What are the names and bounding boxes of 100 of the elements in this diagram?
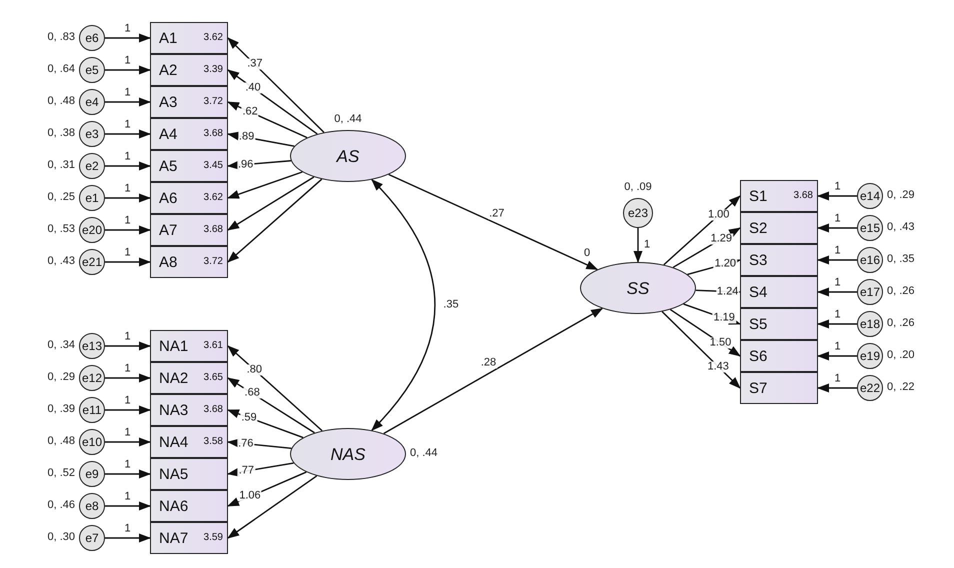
variance-value: 0, .43 bbox=[47, 256, 75, 267]
edge-label: 1.00 bbox=[706, 210, 730, 221]
edge-label: .59 bbox=[240, 412, 258, 424]
edge-label: .37 bbox=[246, 58, 264, 70]
edge-label: 1 bbox=[123, 492, 132, 502]
arrow bbox=[670, 309, 741, 357]
arrow bbox=[105, 502, 151, 510]
variance-value: 0, .20 bbox=[887, 350, 915, 361]
edge-label: 1 bbox=[123, 56, 132, 66]
edge-label: 1.29 bbox=[710, 234, 733, 244]
variance-value: 0, .29 bbox=[887, 190, 915, 201]
observed-variable-box: S4 bbox=[740, 276, 818, 308]
arrow bbox=[105, 258, 151, 266]
arrow bbox=[227, 471, 307, 507]
arrow bbox=[383, 308, 604, 434]
arrow bbox=[105, 66, 151, 74]
arrow bbox=[817, 320, 857, 328]
arrow bbox=[817, 288, 857, 296]
observed-variable-box: A6 3.62 bbox=[150, 182, 228, 214]
edge-label: 1.19 bbox=[712, 312, 736, 324]
edge-label: 1.06 bbox=[238, 490, 262, 502]
arrow bbox=[105, 374, 151, 382]
edge-label: 1 bbox=[642, 240, 652, 250]
covariance-arrow bbox=[371, 178, 436, 432]
arrow bbox=[105, 470, 151, 478]
edge-label: 1 bbox=[123, 524, 132, 534]
arrow bbox=[105, 194, 151, 202]
arrow bbox=[663, 195, 741, 266]
arrow bbox=[227, 438, 292, 450]
arrow bbox=[817, 352, 857, 360]
edge-label: 1 bbox=[123, 428, 132, 438]
edge-label: .68 bbox=[244, 388, 261, 399]
observed-variable-box: NA1 3.61 bbox=[150, 330, 228, 362]
edge-label: 1 bbox=[123, 24, 132, 34]
edge-label: 1 bbox=[123, 216, 132, 226]
arrow bbox=[662, 311, 741, 389]
observed-variable-box: NA3 3.68 bbox=[150, 394, 228, 426]
observed-variable-box: A3 3.72 bbox=[150, 86, 228, 118]
arrow bbox=[227, 377, 315, 434]
observed-variable-box: A4 3.68 bbox=[150, 118, 228, 150]
edge-label: .35 bbox=[442, 300, 460, 310]
variance-value: 0, .26 bbox=[887, 318, 915, 329]
edge-label: 1 bbox=[833, 246, 842, 256]
observed-variable-box: A1 3.62 bbox=[150, 22, 228, 54]
edge-label: 1 bbox=[833, 342, 842, 352]
arrow bbox=[227, 101, 308, 138]
edge-label: 1 bbox=[123, 184, 132, 194]
observed-variable-box: S1 3.68 bbox=[740, 180, 818, 212]
variance-value: 0, .34 bbox=[47, 340, 75, 351]
variance-value: 0, .43 bbox=[887, 222, 915, 233]
variance-value: 0, .48 bbox=[47, 436, 75, 447]
arrow bbox=[817, 384, 857, 392]
arrow bbox=[388, 174, 598, 270]
arrow bbox=[227, 462, 294, 477]
arrow bbox=[105, 162, 151, 170]
observed-variable-box: A8 3.72 bbox=[150, 246, 228, 278]
variance-value: 0, .52 bbox=[47, 468, 75, 479]
observed-variable-box: NA2 3.65 bbox=[150, 362, 228, 394]
arrow bbox=[105, 226, 151, 234]
arrow bbox=[105, 130, 151, 138]
edge-label: 1 bbox=[833, 214, 842, 224]
observed-variable-box: A7 3.68 bbox=[150, 214, 228, 246]
edge-label: .89 bbox=[238, 132, 256, 143]
arrow bbox=[227, 409, 304, 438]
variance-value: 0, .44 bbox=[410, 448, 438, 459]
edge-label: .96 bbox=[236, 159, 254, 170]
variance-value: 0, .48 bbox=[47, 96, 75, 107]
edge-label: 1 bbox=[833, 310, 842, 320]
variance-value: 0, .31 bbox=[47, 160, 75, 171]
edge-label: 1 bbox=[123, 396, 132, 406]
variance-value: 0, .09 bbox=[624, 182, 652, 193]
edge-label: 1.50 bbox=[708, 338, 732, 348]
arrow bbox=[227, 345, 323, 432]
edge-label: 1 bbox=[123, 120, 132, 130]
arrow bbox=[672, 227, 741, 268]
observed-variable-box: S6 bbox=[740, 340, 818, 372]
edge-label: 1 bbox=[123, 88, 132, 98]
variance-value: 0, .39 bbox=[47, 404, 75, 415]
arrow bbox=[227, 178, 322, 263]
edge-label: 1 bbox=[833, 182, 842, 192]
variance-value: 0, .53 bbox=[47, 224, 75, 235]
observed-variable-box: A2 3.39 bbox=[150, 54, 228, 86]
observed-variable-box: A5 3.45 bbox=[150, 150, 228, 182]
variance-value: 0, .44 bbox=[334, 114, 362, 125]
edge-label: 1 bbox=[123, 364, 132, 374]
observed-variable-box: S5 bbox=[740, 308, 818, 340]
variance-value: 0, .26 bbox=[887, 286, 915, 297]
observed-variable-box: NA4 3.58 bbox=[150, 426, 228, 458]
edge-label: 1.20 bbox=[714, 258, 737, 270]
edge-label: .77 bbox=[238, 465, 256, 476]
variance-value: 0, .46 bbox=[47, 500, 75, 511]
variance-value: 0, .30 bbox=[47, 532, 75, 543]
arrow bbox=[227, 37, 324, 133]
arrow bbox=[105, 342, 151, 350]
observed-variable-box: NA5 bbox=[150, 458, 228, 490]
latent-variable-ellipse: SS bbox=[580, 262, 696, 314]
edge-label: 1 bbox=[123, 460, 132, 470]
latent-variable-ellipse: AS bbox=[290, 130, 406, 182]
arrow bbox=[227, 69, 318, 135]
observed-variable-box: NA6 bbox=[150, 490, 228, 522]
